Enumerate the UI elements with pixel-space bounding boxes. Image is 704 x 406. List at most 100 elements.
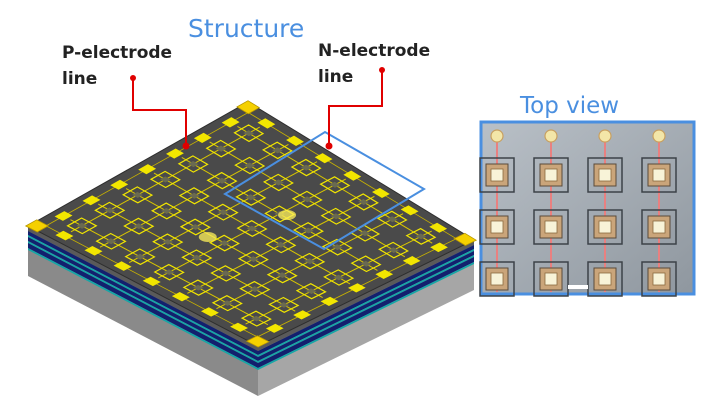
pixel-pad bbox=[265, 236, 297, 254]
pixel-pad bbox=[178, 187, 210, 205]
micrograph-pixel bbox=[490, 168, 504, 182]
micrograph-mesa-outer bbox=[479, 157, 515, 193]
pixel-pad-core bbox=[331, 244, 343, 251]
contact-pad bbox=[138, 164, 157, 175]
micrograph-bond-pad bbox=[598, 129, 612, 143]
pixel-pad bbox=[181, 249, 213, 266]
corner-marker bbox=[236, 100, 261, 115]
micrograph-mesa-outer bbox=[641, 261, 677, 297]
contact-pad bbox=[113, 261, 132, 271]
pixel-pad-core bbox=[276, 272, 288, 278]
corner-marker bbox=[245, 335, 270, 348]
pixel-pad-core bbox=[104, 207, 116, 214]
pixel-pad-core bbox=[221, 300, 233, 306]
pixel-pad bbox=[348, 193, 379, 211]
layer-stack bbox=[28, 226, 474, 370]
contact-pad bbox=[257, 118, 276, 129]
pixel-pad-core bbox=[359, 230, 371, 237]
pixel-pad-core bbox=[216, 177, 228, 184]
pixel-glow bbox=[198, 232, 217, 243]
pixel-pad bbox=[150, 202, 183, 220]
pixel-pad bbox=[179, 218, 211, 236]
micrograph-mesa-outer bbox=[479, 261, 515, 297]
n-electrode-label-line2: line bbox=[318, 67, 353, 87]
pixel-pad bbox=[205, 139, 237, 158]
pixel-pad-core bbox=[161, 208, 172, 214]
pixel-pad bbox=[207, 203, 239, 221]
pixel-pad bbox=[268, 296, 300, 313]
micrograph-mesa-outer bbox=[533, 261, 569, 297]
pixel-pad bbox=[292, 222, 324, 240]
contact-pad bbox=[82, 195, 101, 206]
chip bbox=[24, 100, 478, 396]
contact-pad bbox=[171, 292, 190, 302]
pixel-pad-core bbox=[303, 227, 314, 234]
pixel-pad bbox=[94, 201, 126, 219]
n-electrode-leader-line bbox=[328, 70, 383, 146]
pixel-pad bbox=[240, 310, 272, 327]
pixel-pad bbox=[123, 217, 155, 235]
pixel-pad bbox=[262, 173, 294, 192]
layer-band-left bbox=[28, 237, 258, 361]
pixel-pad bbox=[210, 265, 242, 282]
pixel-pad-core bbox=[272, 147, 283, 154]
layer-band-left bbox=[28, 241, 258, 363]
pixel-pad-core bbox=[358, 199, 369, 205]
contact-pad bbox=[400, 205, 419, 216]
pixel-pad-core bbox=[160, 176, 171, 183]
pixel-pad-core bbox=[415, 233, 427, 240]
layer-band-right bbox=[258, 240, 474, 351]
pixel-pad bbox=[233, 124, 265, 143]
pixel-pad-core bbox=[388, 247, 399, 253]
pixel-pad-core bbox=[304, 258, 316, 265]
pixel-pad-core bbox=[300, 164, 312, 171]
micrograph-mesa-outer bbox=[533, 209, 569, 245]
micrograph-pixel bbox=[598, 272, 612, 286]
corner-marker bbox=[24, 219, 50, 233]
contact-pad bbox=[221, 117, 240, 128]
contact-pad bbox=[293, 310, 311, 320]
pixel-pad-core bbox=[133, 223, 145, 229]
pixel-pad-core bbox=[275, 241, 287, 248]
pixel-pad bbox=[350, 255, 382, 273]
contact-pad bbox=[201, 307, 219, 317]
pixel-pad bbox=[149, 170, 181, 189]
n-electrode-label-line1: N-electrode bbox=[318, 41, 430, 61]
layer-band-right bbox=[258, 245, 474, 355]
layer-band-left bbox=[28, 235, 258, 357]
pixel-pad bbox=[208, 234, 240, 252]
micrograph-mesa-outer bbox=[587, 209, 623, 245]
pixel-pad-core bbox=[251, 315, 262, 322]
pixel-pad bbox=[66, 217, 98, 235]
pixel-pad-core bbox=[248, 256, 259, 262]
contact-pad bbox=[402, 256, 421, 266]
pixel-pad-core bbox=[219, 240, 230, 246]
pixel-pad-core bbox=[192, 284, 204, 291]
contact-pad bbox=[84, 246, 103, 256]
layer-band-left bbox=[28, 226, 258, 351]
pixel-pad bbox=[320, 207, 352, 225]
pixel-pad bbox=[405, 227, 437, 245]
micrograph-pixel bbox=[598, 220, 612, 234]
pixel-pad-core bbox=[333, 274, 344, 281]
pixel-pad bbox=[153, 263, 185, 281]
p-electrode-label-line2: line bbox=[62, 69, 97, 89]
pixel-pad-core bbox=[244, 162, 256, 169]
micrograph-bond-pad bbox=[490, 129, 504, 143]
pixel-pad bbox=[376, 210, 408, 228]
pixel-pad-core bbox=[188, 192, 200, 199]
pixel-pad bbox=[211, 295, 243, 312]
micrograph-mesa-outer bbox=[533, 157, 569, 193]
contact-pad bbox=[142, 276, 161, 287]
micrograph-mesa-outer bbox=[587, 157, 623, 193]
layer-band-right bbox=[258, 255, 474, 363]
layer-band-right bbox=[258, 249, 474, 357]
micrograph-pixel bbox=[652, 220, 666, 234]
pixel-glow bbox=[278, 210, 297, 221]
top-view-highlight-frame bbox=[223, 130, 426, 251]
scale-bar bbox=[568, 285, 588, 289]
micrograph-pixel bbox=[544, 168, 558, 182]
pixel-pad-core bbox=[217, 209, 229, 216]
n-electrode-leader-end bbox=[325, 142, 333, 150]
layer-band-right bbox=[258, 257, 474, 368]
